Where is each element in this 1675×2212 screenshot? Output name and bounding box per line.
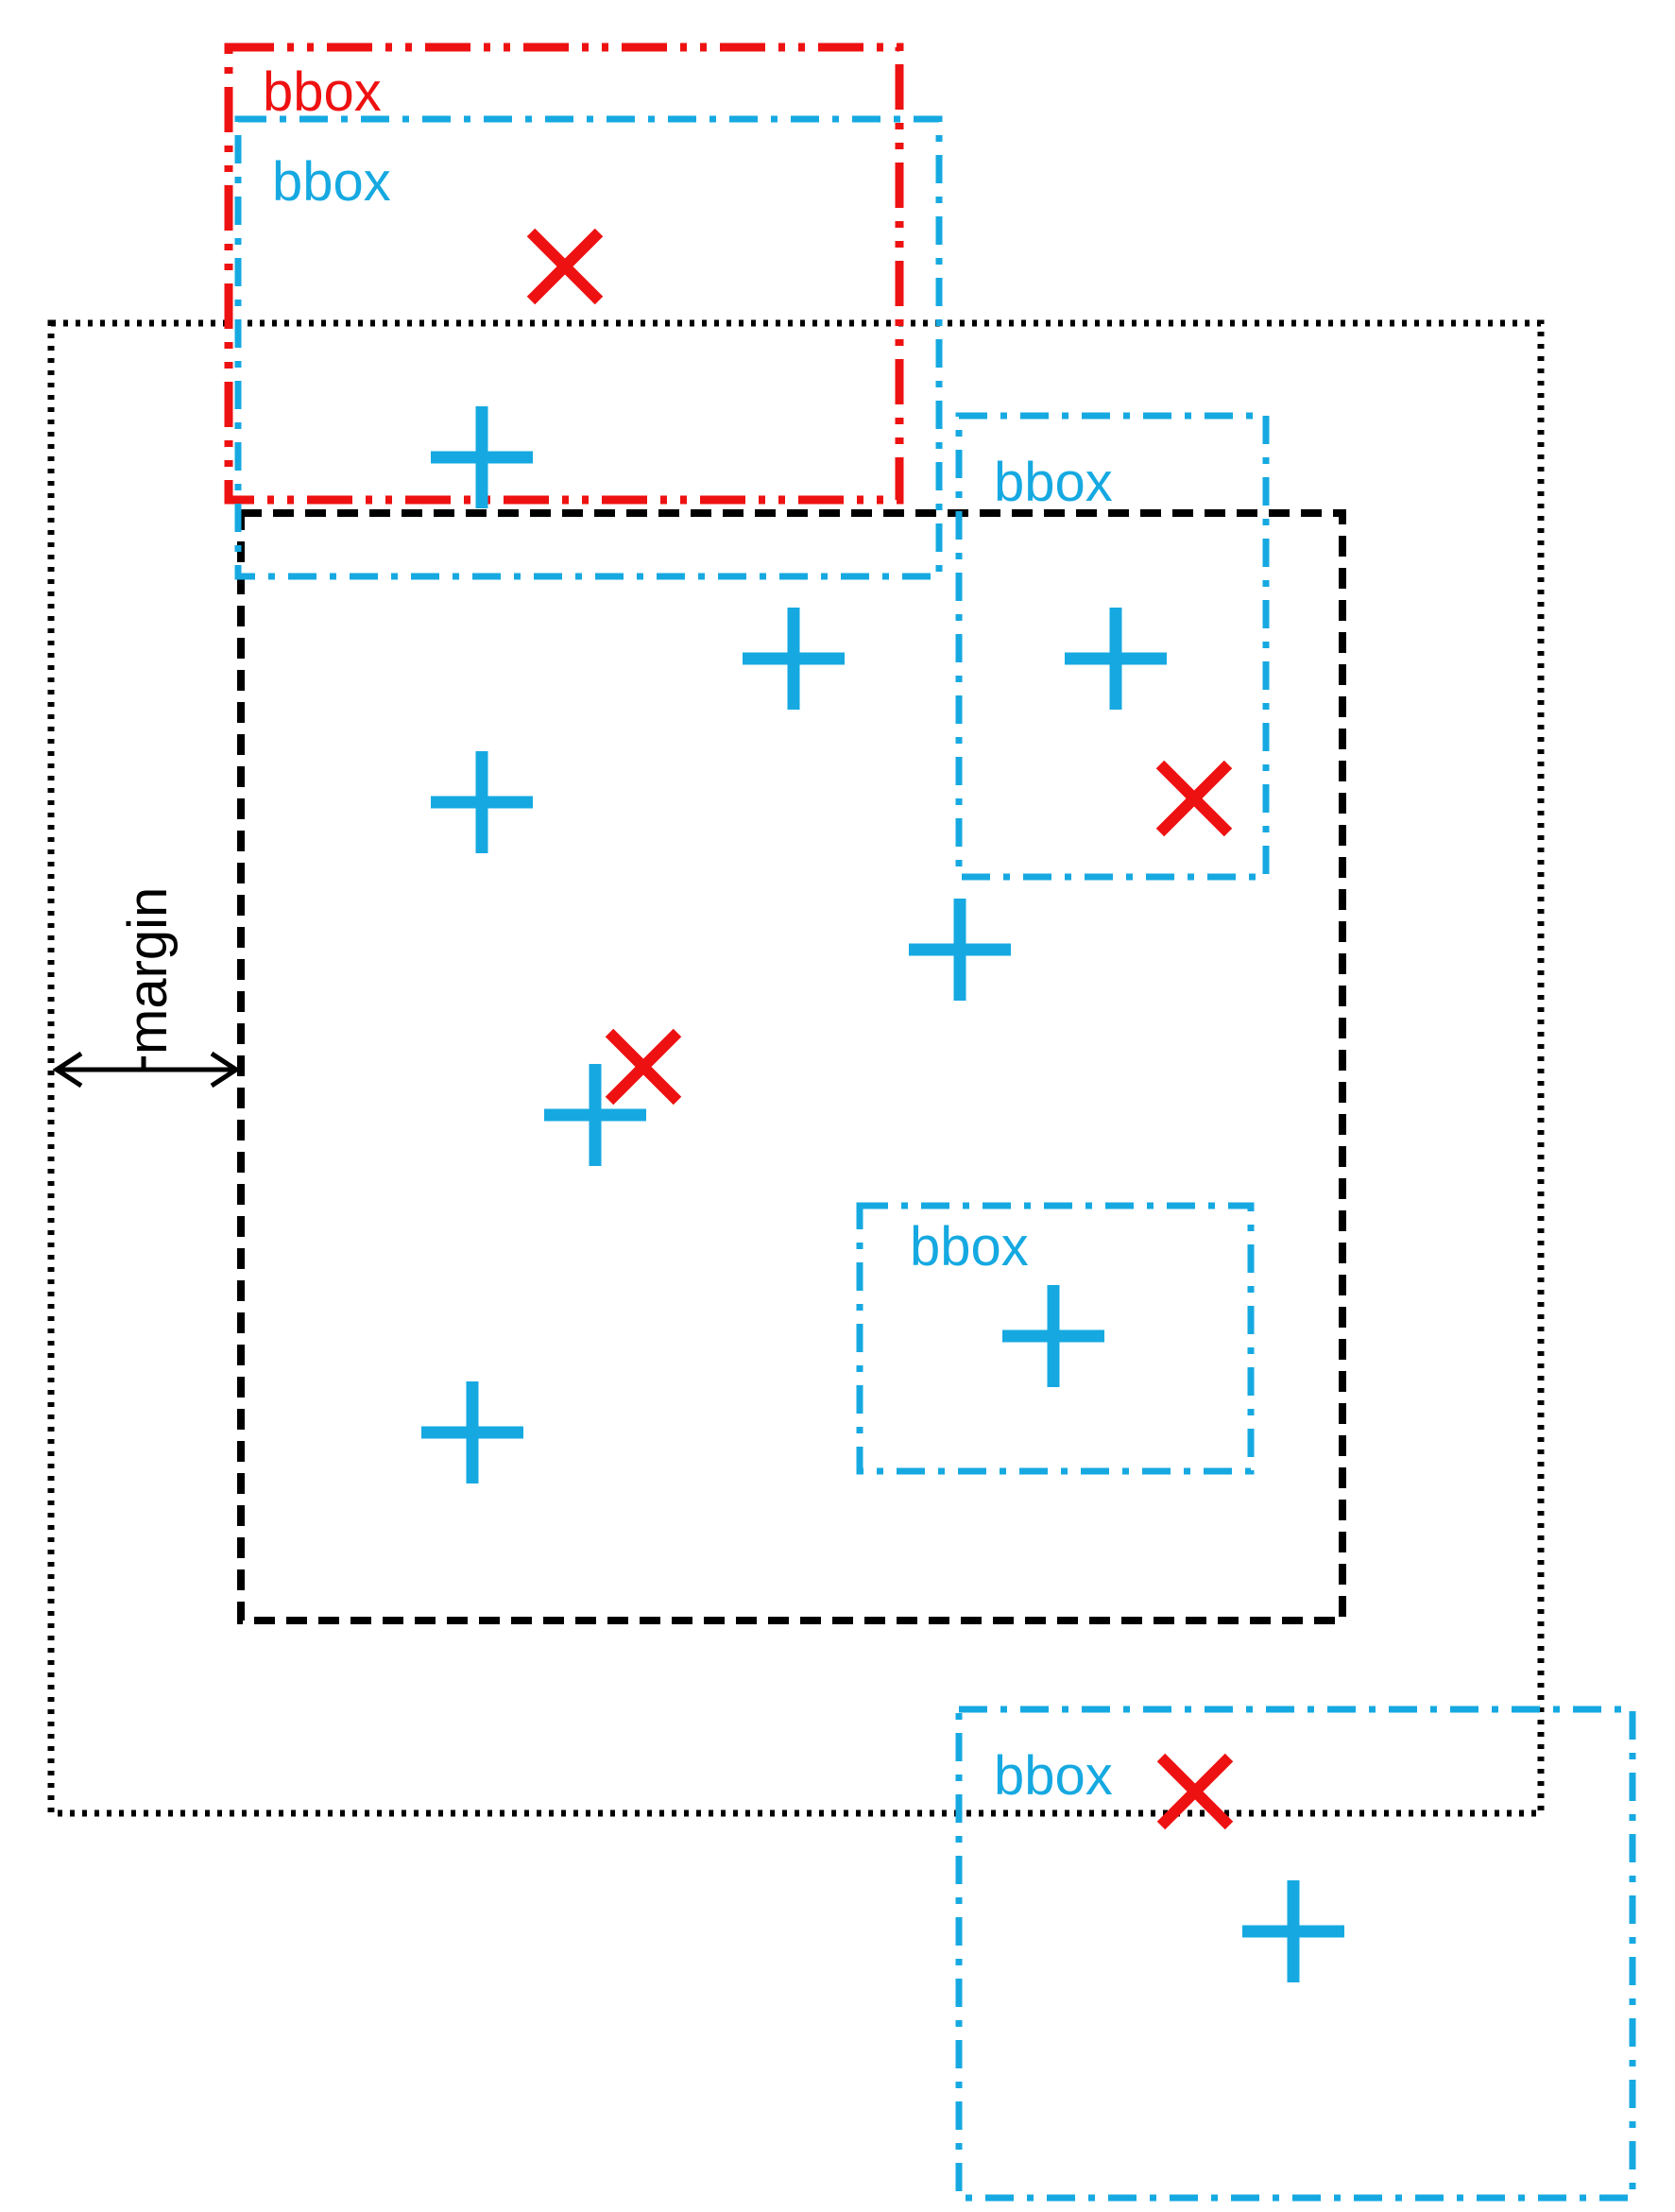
outer-dotted-frame <box>47 319 1545 1817</box>
cross-icon <box>526 228 604 305</box>
cross-icon <box>605 1028 682 1106</box>
margin-arrow <box>52 1051 241 1089</box>
cross-markers <box>526 228 1234 1830</box>
plus-icon <box>544 1064 646 1166</box>
cross-icon <box>1156 1753 1234 1830</box>
plus-markers <box>421 406 1344 1982</box>
blue-bbox-top-label: bbox <box>272 151 391 213</box>
red-bbox <box>224 43 904 505</box>
plus-icon <box>1242 1880 1344 1982</box>
plus-icon <box>1002 1285 1104 1387</box>
plus-icon <box>421 1381 523 1483</box>
plus-icon <box>909 899 1011 1001</box>
blue-bbox-lower-label: bbox <box>910 1216 1029 1277</box>
blue-bbox-top <box>234 115 943 580</box>
plus-icon <box>431 751 533 853</box>
inner-dashed-frame <box>237 509 1346 1624</box>
margin-label: margin <box>117 887 179 1055</box>
cross-icon <box>1155 760 1233 837</box>
red-bbox-label: bbox <box>263 61 382 123</box>
plus-icon <box>431 406 533 508</box>
plus-icon <box>743 608 845 710</box>
plus-icon <box>1065 608 1167 710</box>
blue-bbox-lower <box>856 1202 1255 1475</box>
blue-bbox-right-label: bbox <box>994 452 1113 513</box>
blue-bbox-bottom <box>955 1706 1636 2202</box>
blue-bbox-right <box>955 412 1270 881</box>
blue-bbox-bottom-label: bbox <box>994 1745 1113 1807</box>
